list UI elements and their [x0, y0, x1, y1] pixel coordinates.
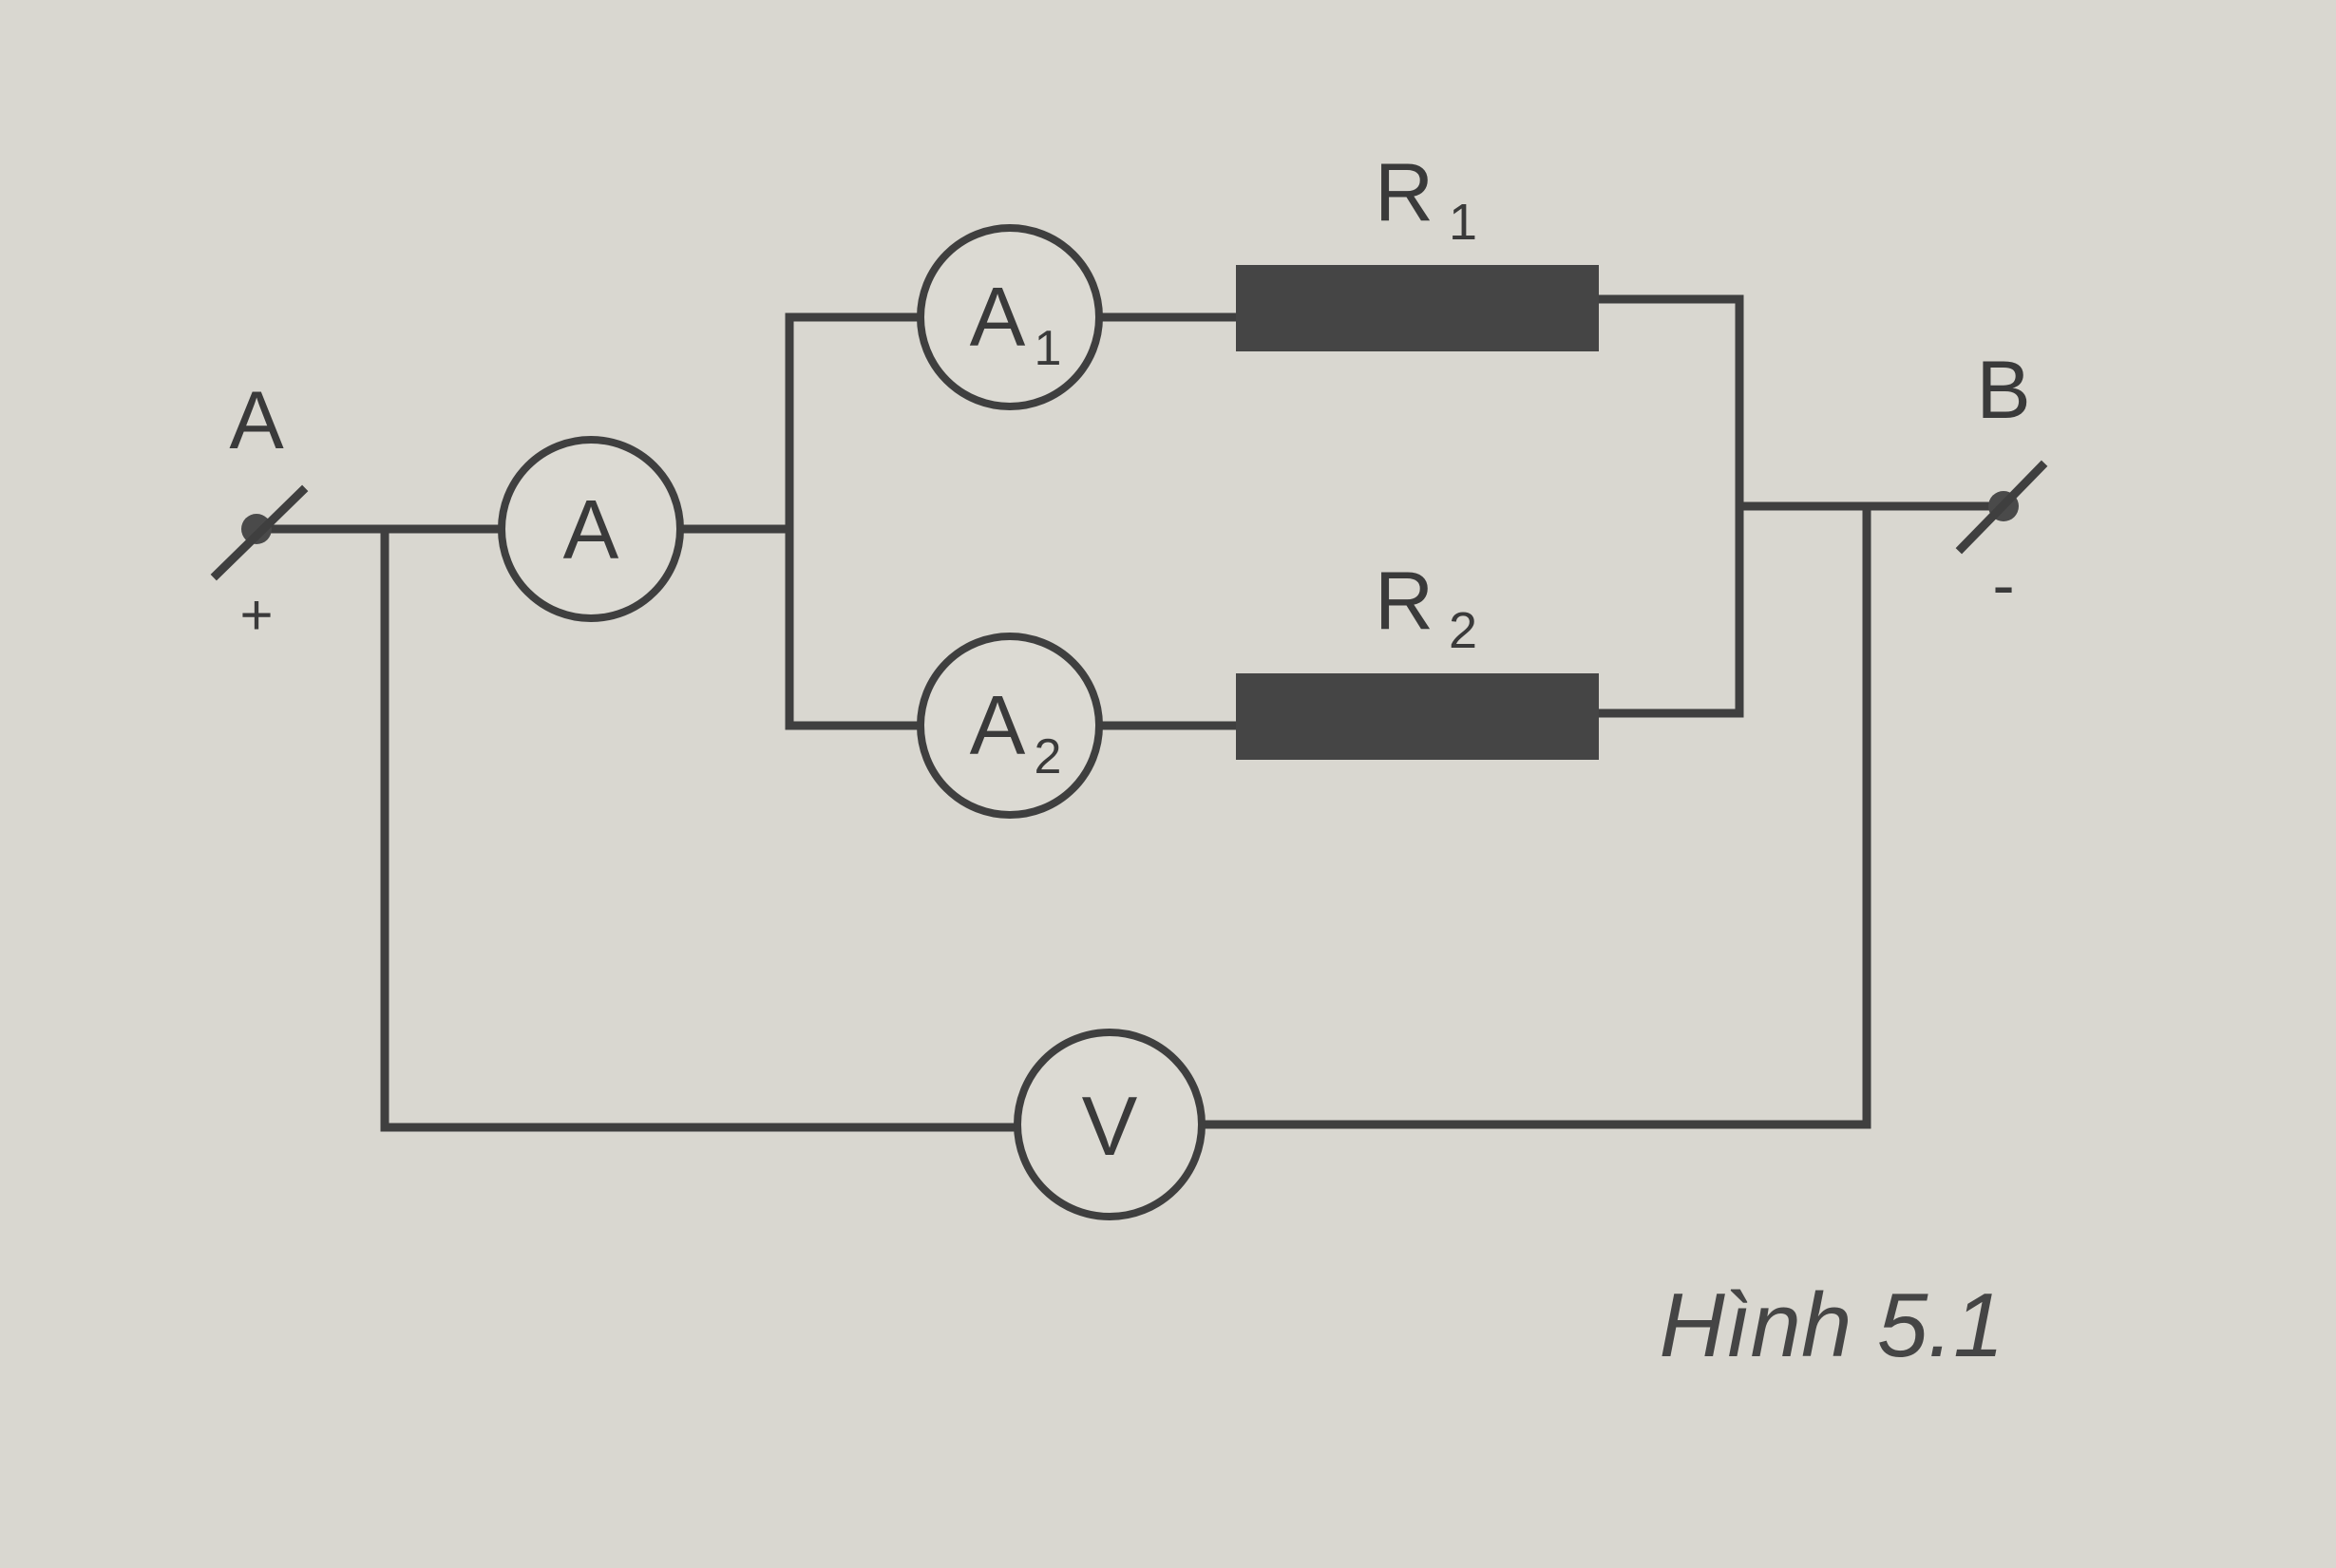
resistor-r2-subscript: 2 [1449, 602, 1477, 659]
terminal-a-dot [241, 514, 272, 544]
terminal-b-tick [1955, 460, 2048, 555]
resistor-r1-symbol: R [1375, 147, 1434, 238]
voltmeter-circle [1014, 1029, 1206, 1220]
figure-caption: Hình 5.1 [1660, 1275, 2004, 1376]
ammeter-a1-symbol: A [970, 270, 1026, 364]
ammeter-a1-circle [917, 224, 1103, 410]
terminal-a-tick [210, 484, 309, 581]
ammeter-main-circle [498, 436, 684, 622]
resistor-r2: R 2 [1236, 556, 1599, 760]
ammeter-main-symbol: A [563, 482, 619, 576]
terminal-a-label: A [229, 375, 284, 466]
wire-voltmeter-left [380, 524, 1022, 1132]
ammeter-a2: A 2 [917, 633, 1103, 819]
terminal-b-polarity: - [1992, 548, 2014, 622]
terminal-b-label: B [1976, 345, 2030, 436]
resistor-r1-subscript: 1 [1449, 194, 1477, 251]
wire-r1-right [1594, 294, 1744, 718]
ammeter-a1-subscript: 1 [1035, 321, 1062, 376]
wires [252, 294, 2008, 1132]
ammeter-a2-circle [917, 633, 1103, 819]
ammeter-a1: A 1 [917, 224, 1103, 410]
voltmeter: V [1014, 1029, 1206, 1220]
wire-voltmeter-right [1197, 501, 1871, 1129]
voltmeter-symbol: V [1082, 1079, 1138, 1173]
resistor-r2-symbol: R [1375, 556, 1434, 647]
terminal-b: B - [1955, 345, 2048, 622]
ammeter-a2-symbol: A [970, 678, 1026, 772]
resistor-r1: R 1 [1236, 147, 1599, 351]
resistor-r1-body [1236, 265, 1599, 351]
terminal-a: A + [210, 375, 309, 647]
resistor-r2-body [1236, 673, 1599, 760]
ammeter-a2-subscript: 2 [1035, 729, 1062, 784]
ammeter-main: A [498, 436, 684, 622]
terminal-a-polarity: + [239, 583, 273, 647]
